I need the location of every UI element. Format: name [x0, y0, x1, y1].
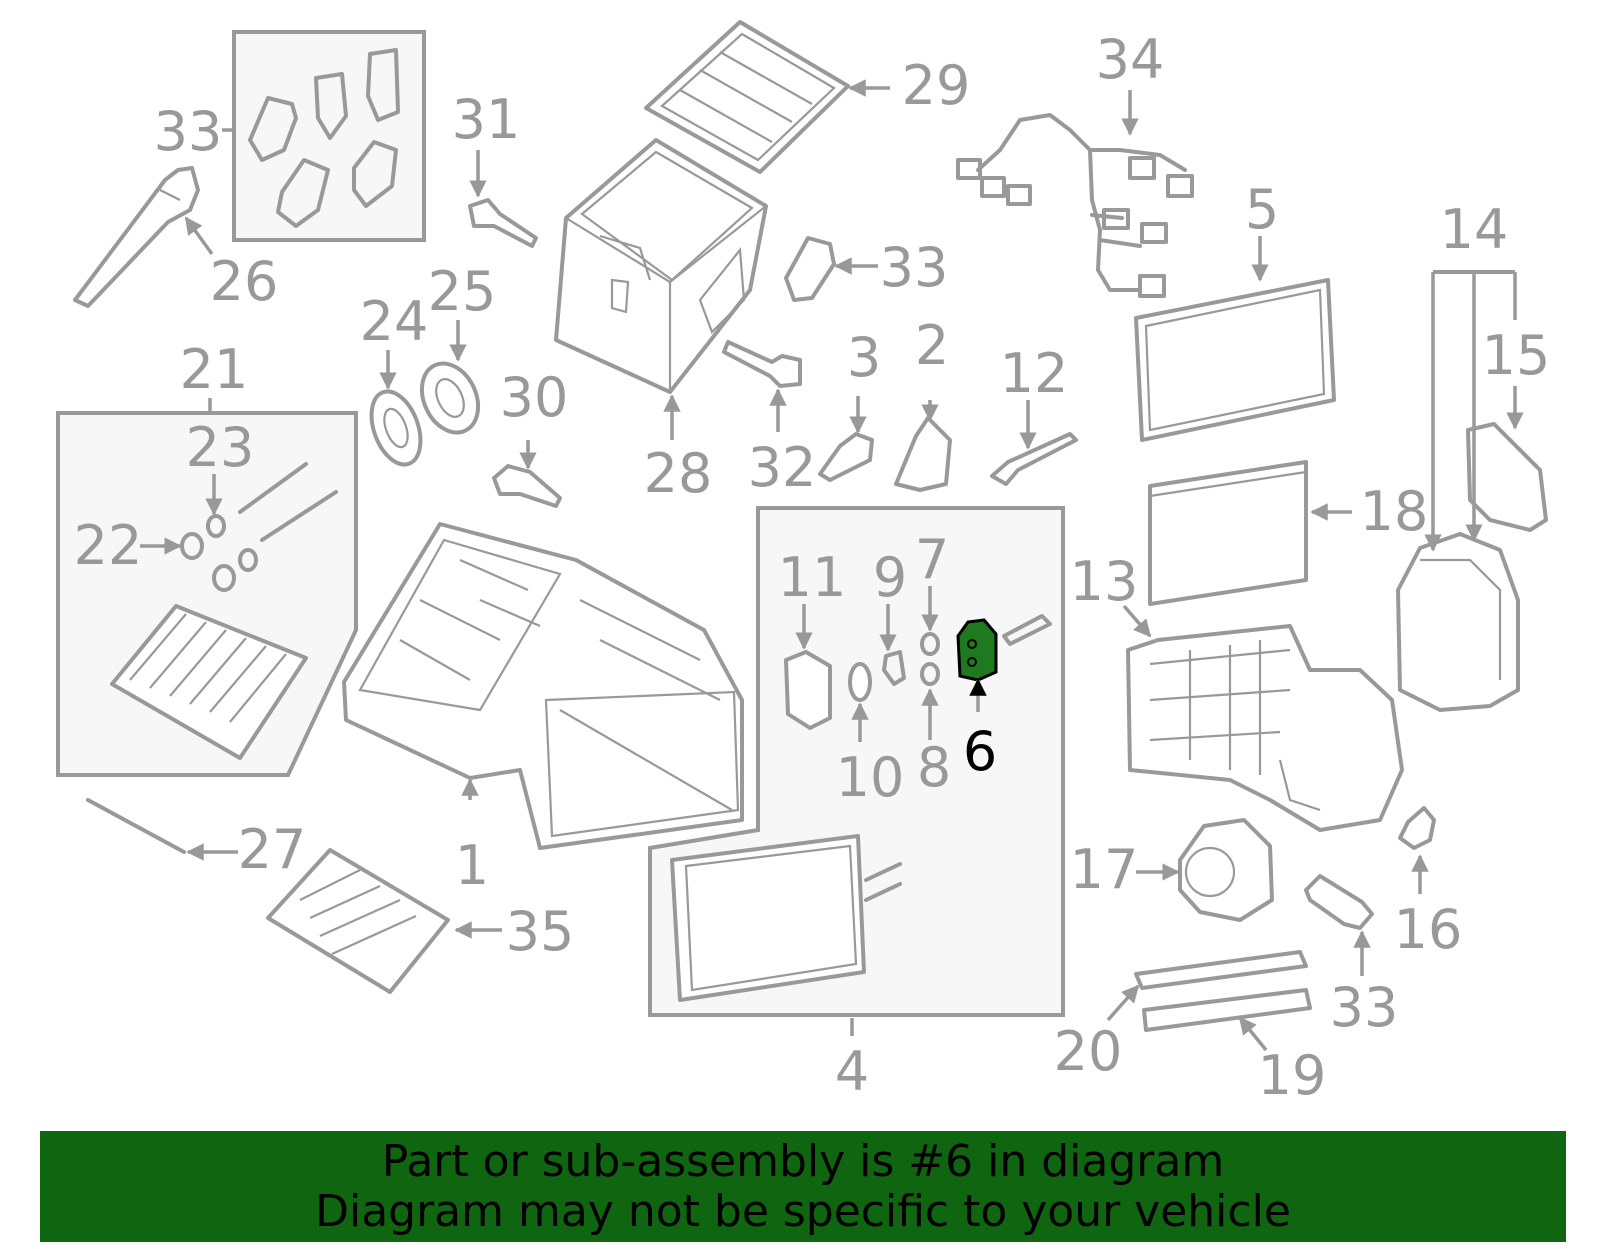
callout-30: 30	[500, 366, 569, 429]
part-12-bolt	[990, 432, 1078, 486]
part-6-bolt	[1002, 614, 1052, 646]
part-31-sensor	[468, 198, 538, 248]
part-29-cover	[644, 20, 850, 174]
banner-line-disclaimer: Diagram may not be specific to your vehi…	[315, 1185, 1291, 1237]
callout-9: 9	[873, 546, 907, 609]
part-13-blower-housing	[1126, 624, 1404, 832]
part-27-rod	[86, 798, 186, 854]
callout-31: 31	[452, 88, 521, 151]
part-4-evaporator	[670, 834, 902, 1002]
callout-13: 13	[1070, 550, 1139, 613]
part-15-seal	[1466, 422, 1548, 532]
part-2-bracket	[894, 416, 952, 492]
part-24-grommet	[369, 389, 423, 467]
part-9-clip	[882, 650, 906, 686]
callout-11: 11	[778, 546, 847, 609]
callout-17: 17	[1070, 838, 1139, 901]
callout-26: 26	[210, 250, 279, 313]
callout-28: 28	[644, 442, 713, 505]
part-10-seal	[848, 662, 872, 702]
part-28-housing	[554, 138, 768, 394]
callout-25: 25	[428, 260, 497, 323]
banner-line-part: Part or sub-assembly is #6 in diagram	[381, 1135, 1225, 1187]
part-30-sensor	[492, 464, 562, 508]
callout-7: 7	[915, 528, 949, 591]
callout-32: 32	[748, 436, 817, 499]
callout-3: 3	[847, 326, 881, 389]
callout-24: 24	[360, 290, 429, 353]
callout-27: 27	[238, 818, 307, 881]
part-3-fastener	[818, 432, 874, 482]
part-7-oring	[920, 632, 940, 656]
part-23-oring	[206, 514, 226, 538]
info-banner: Part or sub-assembly is #6 in diagram Di…	[40, 1131, 1566, 1242]
part-35-heater-core	[266, 848, 450, 994]
callout-22: 22	[74, 514, 143, 577]
part-19-strip	[1142, 988, 1312, 1032]
part-33-sensor-middle	[784, 236, 836, 302]
part-32-sensor	[722, 340, 802, 388]
callout-16: 16	[1394, 898, 1463, 961]
part-20-strip	[1134, 950, 1308, 990]
part-oring-extra	[212, 564, 236, 592]
part-26-actuator-rod	[73, 166, 200, 308]
callout-35: 35	[506, 900, 575, 963]
part-11-gasket	[784, 650, 832, 730]
callout-23: 23	[186, 416, 255, 479]
part-6-expansion-valve	[956, 618, 998, 682]
callout-12: 12	[1000, 342, 1069, 405]
part-8-oring	[920, 662, 940, 686]
part-34-wire-harness	[956, 113, 1194, 298]
callout-2: 2	[915, 314, 949, 377]
callout-34: 34	[1096, 28, 1165, 91]
callout-19: 19	[1258, 1044, 1327, 1107]
callout-29: 29	[902, 54, 971, 117]
callout-1: 1	[455, 834, 489, 897]
part-17-blower-motor	[1178, 818, 1274, 922]
callout-5: 5	[1245, 178, 1279, 241]
part-5-seal-frame	[1134, 278, 1336, 442]
callout-14: 14	[1440, 198, 1509, 261]
part-33-sensors	[248, 48, 400, 228]
part-33-sensor-lower	[1304, 874, 1374, 930]
part-1-hvac-housing	[342, 522, 744, 850]
part-25-grommet	[419, 361, 481, 435]
callout-33-middle: 33	[880, 236, 949, 299]
part-21-heater-core	[110, 462, 338, 760]
callout-15: 15	[1482, 324, 1551, 387]
part-oring-extra-2	[238, 548, 258, 572]
callout-6: 6	[963, 720, 997, 783]
callout-10: 10	[836, 746, 905, 809]
callout-33-top: 33	[154, 100, 223, 163]
part-18-cabin-filter	[1148, 460, 1308, 606]
part-14-intake-housing	[1396, 532, 1520, 712]
callout-18: 18	[1360, 480, 1429, 543]
callout-20: 20	[1054, 1020, 1123, 1083]
callout-33-lower: 33	[1330, 976, 1399, 1039]
part-22-oring	[180, 532, 204, 560]
leader-lines	[140, 79, 1524, 1052]
callout-21: 21	[180, 338, 249, 401]
callout-4: 4	[835, 1040, 869, 1103]
callout-8: 8	[917, 736, 951, 799]
part-16-clip	[1398, 806, 1436, 850]
